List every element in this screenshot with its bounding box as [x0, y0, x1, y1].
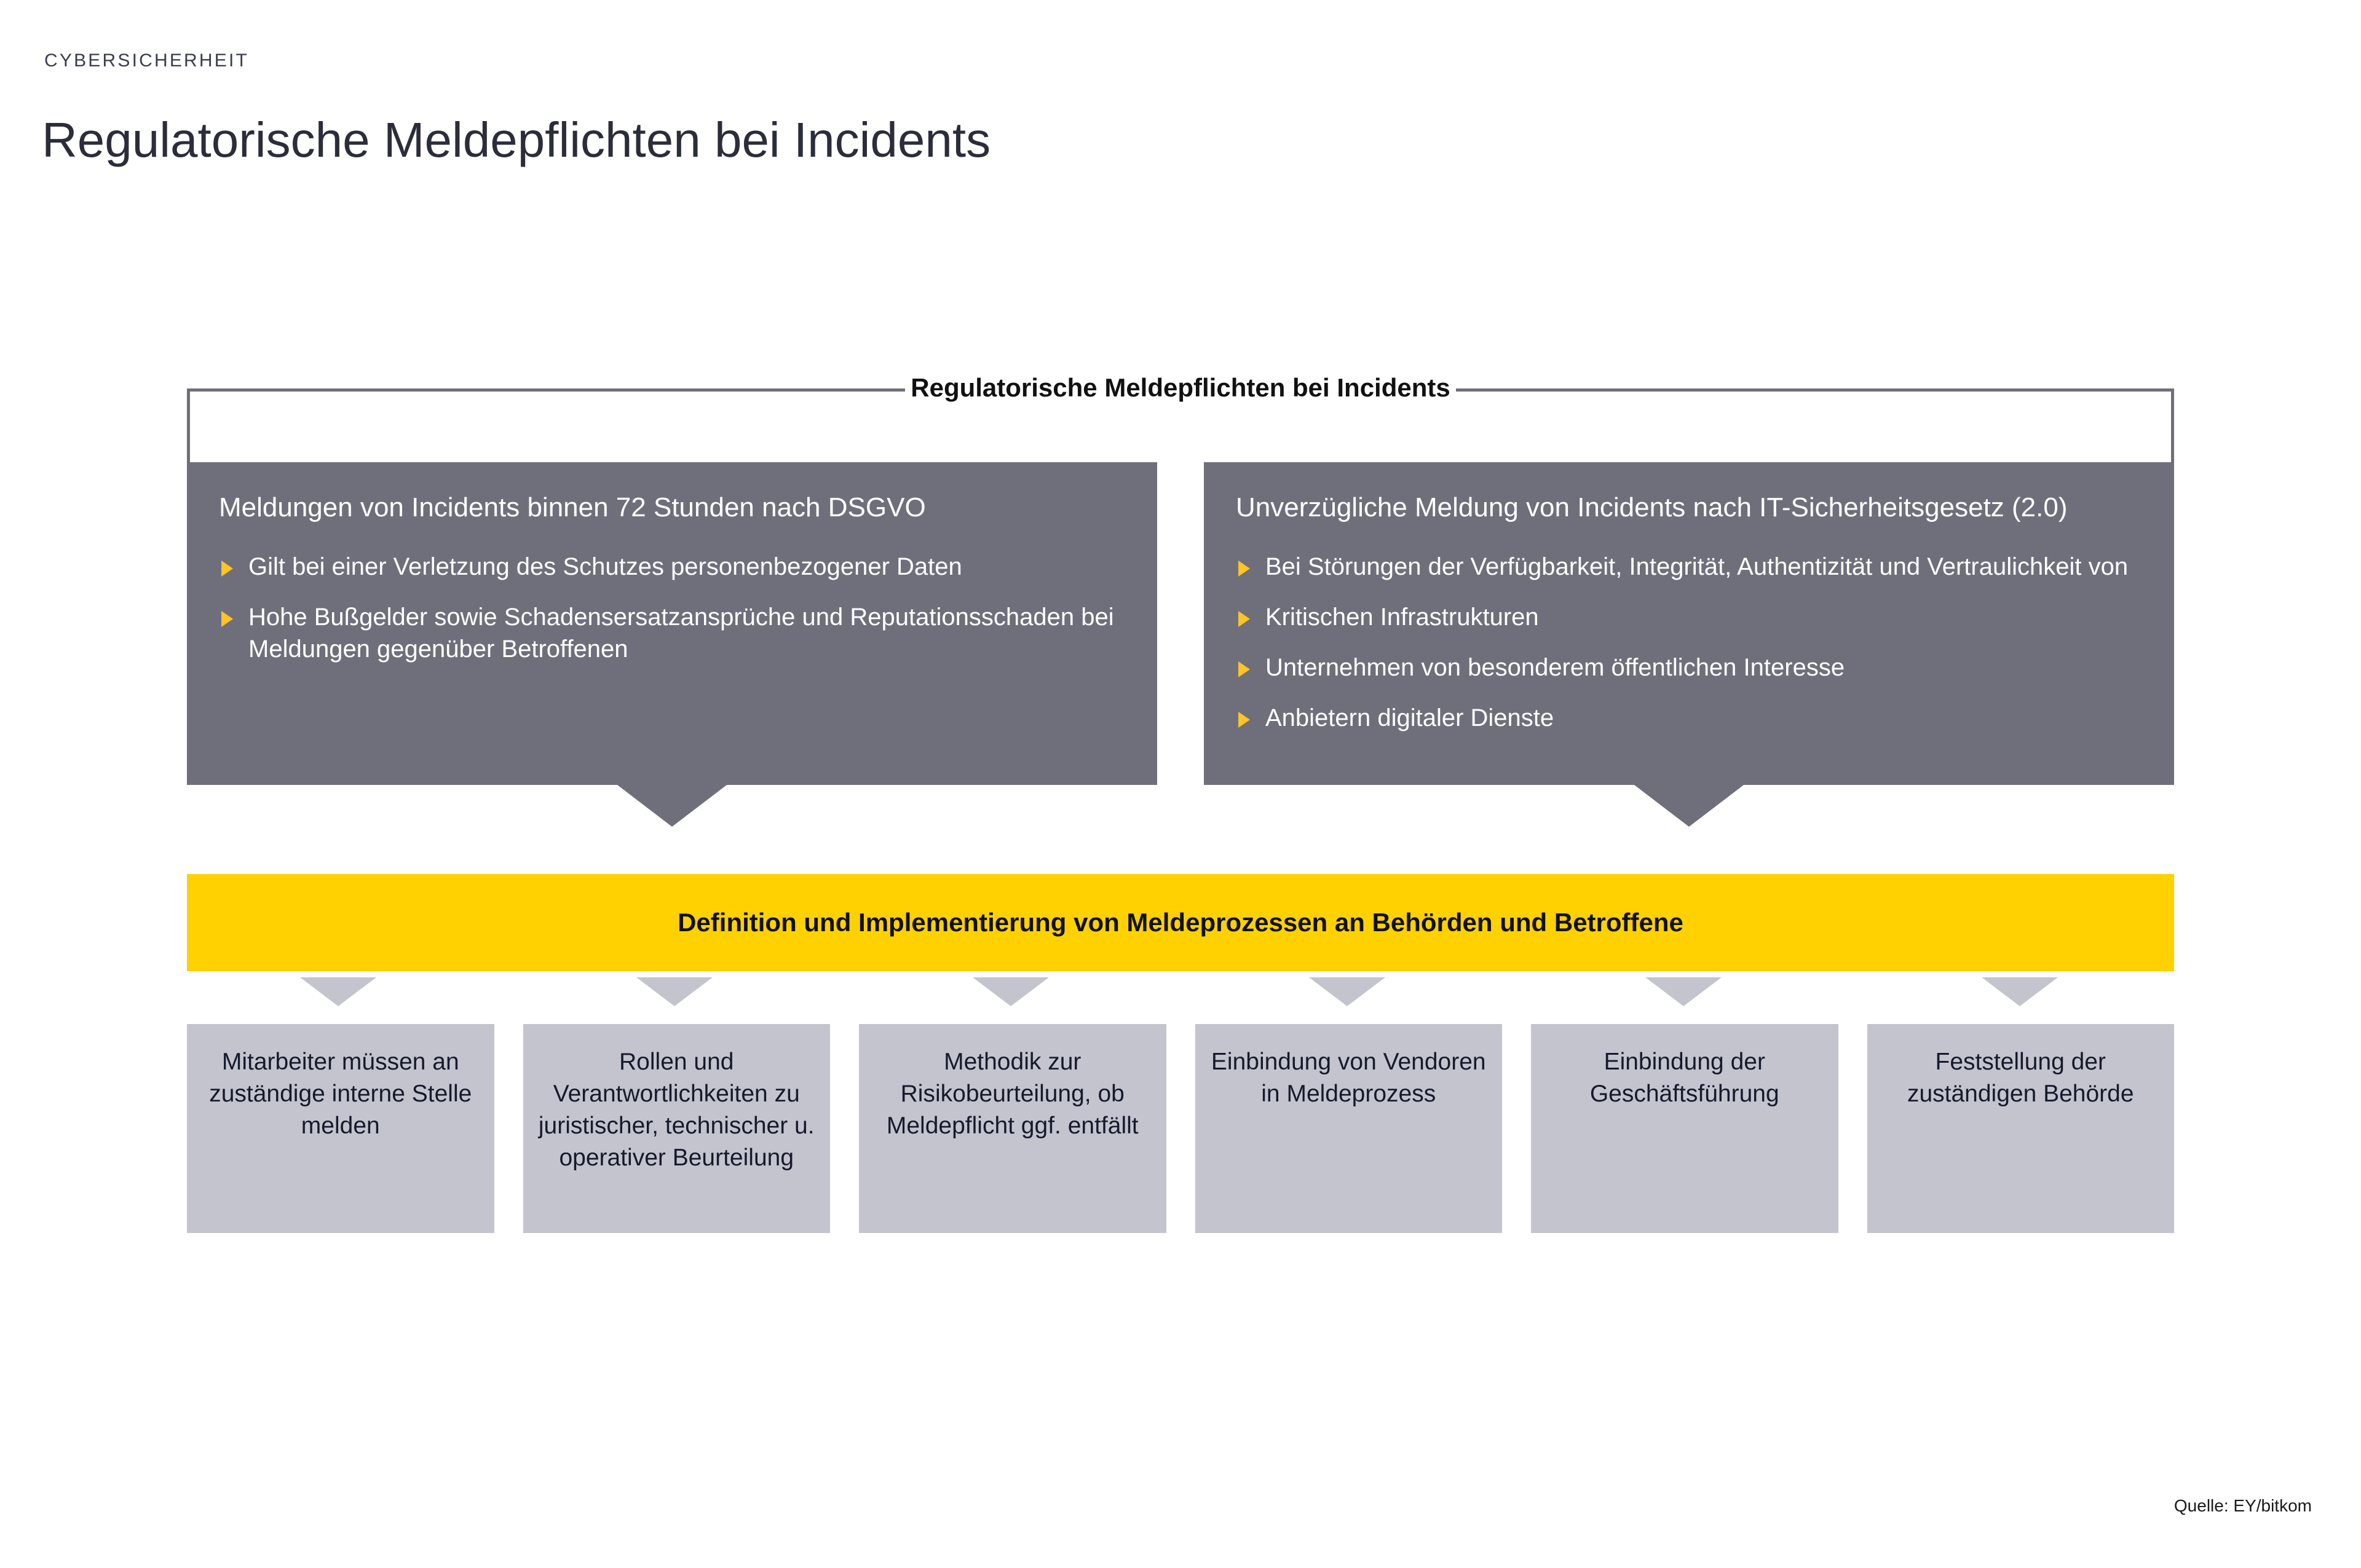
triangle-bullet-icon [221, 561, 233, 577]
figure-title: Regulatorische Meldepflichten bei Incide… [911, 373, 1450, 402]
page-title: Regulatorische Meldepflichten bei Incide… [42, 112, 991, 167]
panel-dsgvo-bullet-list: Gilt bei einer Verletzung des Schutzes p… [219, 551, 1129, 665]
panel-dsgvo-heading: Meldungen von Incidents binnen 72 Stunde… [219, 492, 926, 522]
measure-card-row: Mitarbeiter müssen an zuständige interne… [187, 1024, 2174, 1233]
panel-dsgvo: Meldungen von Incidents binnen 72 Stunde… [187, 462, 1157, 785]
arrow-down-icon [1645, 977, 1722, 1006]
figure-container: Regulatorische Meldepflichten bei Incide… [187, 373, 2174, 1237]
arrow-down-icon [300, 977, 376, 1006]
list-item: Unternehmen von besonderem öffentlichen … [1236, 652, 2146, 684]
list-item: Gilt bei einer Verletzung des Schutzes p… [219, 551, 1129, 583]
panel-itsig: Unverzügliche Meldung von Incidents nach… [1204, 462, 2174, 785]
triangle-bullet-icon [221, 611, 233, 627]
panel-itsig-bullet-list: Bei Störungen der Verfügbarkeit, Integri… [1236, 551, 2146, 734]
arrow-down-icon [1982, 977, 2058, 1006]
list-item-text: Anbietern digitaler Dienste [1265, 704, 1554, 731]
arrow-down-icon [636, 977, 713, 1006]
arrow-down-icon [617, 785, 727, 827]
arrow-down-icon [1309, 977, 1385, 1006]
measure-card: Einbindung der Geschäftsführung [1531, 1024, 1838, 1233]
list-item: Hohe Bußgelder sowie Schadensersatzanspr… [219, 601, 1129, 665]
list-item: Bei Störungen der Verfügbarkeit, Integri… [1236, 551, 2146, 583]
measure-card: Rollen und Verantwortlichkeiten zu juris… [523, 1024, 830, 1233]
triangle-bullet-icon [1238, 712, 1250, 728]
yellow-band-label: Definition und Implementierung von Melde… [678, 908, 1683, 937]
list-item-text: Unternehmen von besonderem öffentlichen … [1265, 654, 1845, 681]
measure-card: Mitarbeiter müssen an zuständige interne… [187, 1024, 494, 1233]
arrow-down-icon [1634, 785, 1744, 827]
measure-card: Einbindung von Vendoren in Meldeprozess [1195, 1024, 1502, 1233]
arrow-down-icon [973, 977, 1049, 1006]
triangle-bullet-icon [1238, 611, 1250, 627]
frame-top-left-segment [187, 388, 905, 392]
panel-itsig-heading: Unverzügliche Meldung von Incidents nach… [1236, 492, 2068, 522]
triangle-bullet-icon [1238, 561, 1250, 577]
triangle-bullet-icon [1238, 661, 1250, 677]
measure-card: Feststellung der zuständigen Behörde [1867, 1024, 2174, 1233]
list-item: Anbietern digitaler Dienste [1236, 702, 2146, 734]
list-item: Kritischen Infrastrukturen [1236, 601, 2146, 633]
measure-card: Methodik zur Risikobeurteilung, ob Melde… [859, 1024, 1166, 1233]
frame-top-right-segment [1456, 388, 2174, 392]
list-item-text: Gilt bei einer Verletzung des Schutzes p… [248, 553, 962, 580]
eyebrow-label: CYBERSICHERHEIT [44, 50, 250, 71]
yellow-action-band: Definition und Implementierung von Melde… [187, 874, 2174, 971]
list-item-text: Bei Störungen der Verfügbarkeit, Integri… [1265, 553, 2129, 580]
list-item-text: Hohe Bußgelder sowie Schadensersatzanspr… [248, 604, 1114, 663]
list-item-text: Kritischen Infrastrukturen [1265, 604, 1539, 631]
source-note: Quelle: EY/bitkom [2173, 1496, 2312, 1515]
